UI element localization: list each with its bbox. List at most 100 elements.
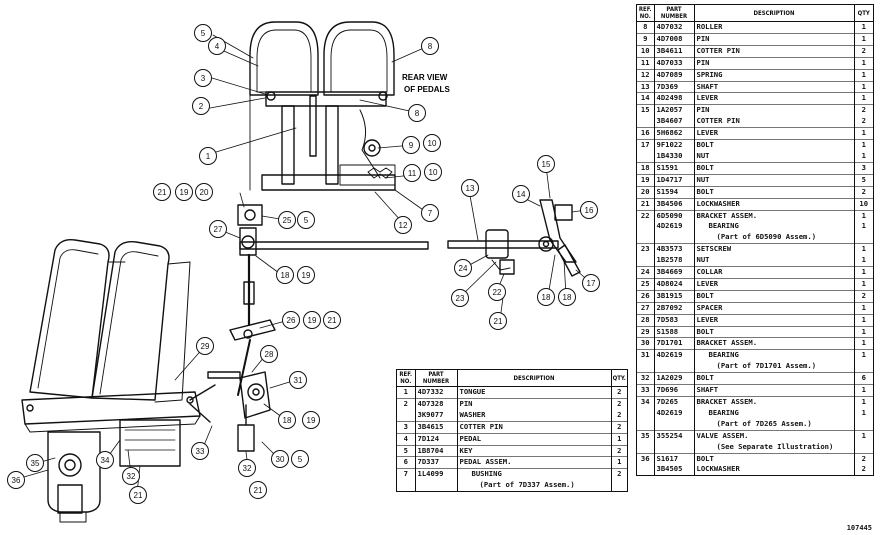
callout-circle	[408, 104, 426, 122]
callout-number: 10	[428, 139, 437, 148]
part-ref	[637, 441, 655, 454]
part-qty: 2	[854, 44, 873, 58]
part-description: (Part of 7D337 Assem.)	[457, 480, 612, 492]
callout-33: 33	[191, 442, 209, 460]
callout-circle	[278, 411, 296, 429]
part-qty: 2	[854, 452, 873, 465]
callout-circle	[582, 274, 600, 292]
part-number	[654, 232, 695, 244]
callout-17: 17	[582, 274, 600, 292]
callout-circle	[403, 164, 421, 182]
part-number: 1L4099	[415, 468, 458, 481]
callout-number: 8	[428, 42, 433, 51]
part-description: TONGUE	[457, 386, 612, 399]
part-qty: 1	[861, 150, 866, 160]
callout-circle	[209, 220, 227, 238]
part-qty: 6	[854, 372, 873, 385]
part-ref: 32	[637, 372, 655, 385]
callout-number: 7	[428, 209, 433, 218]
part-number: 3B4607	[654, 116, 695, 128]
part-ref: 30	[637, 337, 655, 350]
part-qty: 2	[611, 444, 627, 457]
header-description: DESCRIPTION	[457, 370, 612, 387]
callout-number: 10	[429, 168, 438, 177]
part-qty	[854, 419, 873, 430]
callout-26: 26	[282, 311, 300, 329]
table-row: (Part of 6D5090 Assem.)	[637, 232, 873, 244]
callout-number: 12	[399, 221, 408, 230]
callout-circle	[238, 459, 256, 477]
callout-20: 20	[195, 183, 213, 201]
part-description: LEVER	[694, 92, 855, 105]
part-description: (See Separate Illustration)	[694, 441, 855, 454]
part-description: PIN	[694, 56, 855, 70]
part-number: 3B4505	[654, 464, 695, 476]
part-ref: 7	[397, 468, 416, 481]
part-description: SPACER	[694, 301, 855, 315]
callout-18: 18	[537, 288, 555, 306]
part-qty: 2	[611, 397, 627, 410]
callout-number: 5	[298, 455, 303, 464]
part-number: 4D7089	[654, 68, 695, 82]
part-description: BOLT	[694, 325, 855, 338]
part-number: 4D2498	[654, 92, 695, 105]
part-number: 4D7008	[654, 32, 695, 46]
part-number: S1617	[654, 452, 695, 465]
callout-circle	[461, 179, 479, 197]
callout-21: 21	[249, 481, 267, 499]
callout-circle	[194, 24, 212, 42]
callout-circle	[7, 471, 25, 489]
callout-number: 3	[201, 74, 206, 83]
callout-9: 9	[402, 136, 420, 154]
callout-number: 19	[308, 316, 317, 325]
callout-35: 35	[26, 454, 44, 472]
part-ref: 19	[637, 173, 655, 187]
callout-19: 19	[302, 411, 320, 429]
part-qty: 2	[854, 289, 873, 303]
header-part-number: PART NUMBER	[654, 5, 695, 22]
part-ref	[397, 409, 416, 422]
callout-31: 31	[289, 371, 307, 389]
callout-number: 23	[456, 294, 465, 303]
callout-number: 8	[415, 109, 420, 118]
part-qty: 1	[854, 429, 873, 442]
part-qty: 1	[854, 68, 873, 82]
callout-number: 32	[127, 472, 136, 481]
callout-circle	[394, 216, 412, 234]
callout-circle	[122, 467, 140, 485]
part-number: 3B4615	[415, 420, 458, 434]
part-number: 7D1701	[654, 337, 695, 350]
table-row: (Part of 7D337 Assem.)	[397, 480, 627, 492]
part-ref: 15	[637, 104, 655, 117]
callout-24: 24	[454, 259, 472, 277]
part-qty	[854, 442, 873, 453]
part-description: (Part of 7D1701 Assem.)	[694, 361, 855, 373]
part-number: 7D369	[654, 80, 695, 93]
callout-circle	[303, 311, 321, 329]
callout-number: 29	[201, 342, 210, 351]
callout-circle	[402, 136, 420, 154]
callout-circle	[424, 163, 442, 181]
part-ref: 3	[397, 420, 416, 434]
callout-2: 2	[192, 97, 210, 115]
callout-circle	[302, 411, 320, 429]
callout-circle	[194, 69, 212, 87]
callout-number: 5	[304, 216, 309, 225]
part-ref: 2	[397, 397, 416, 410]
callout-number: 21	[494, 317, 503, 326]
callout-circle	[537, 288, 555, 306]
part-number: 4D2619	[654, 407, 695, 419]
part-description: BEARING	[694, 221, 855, 233]
